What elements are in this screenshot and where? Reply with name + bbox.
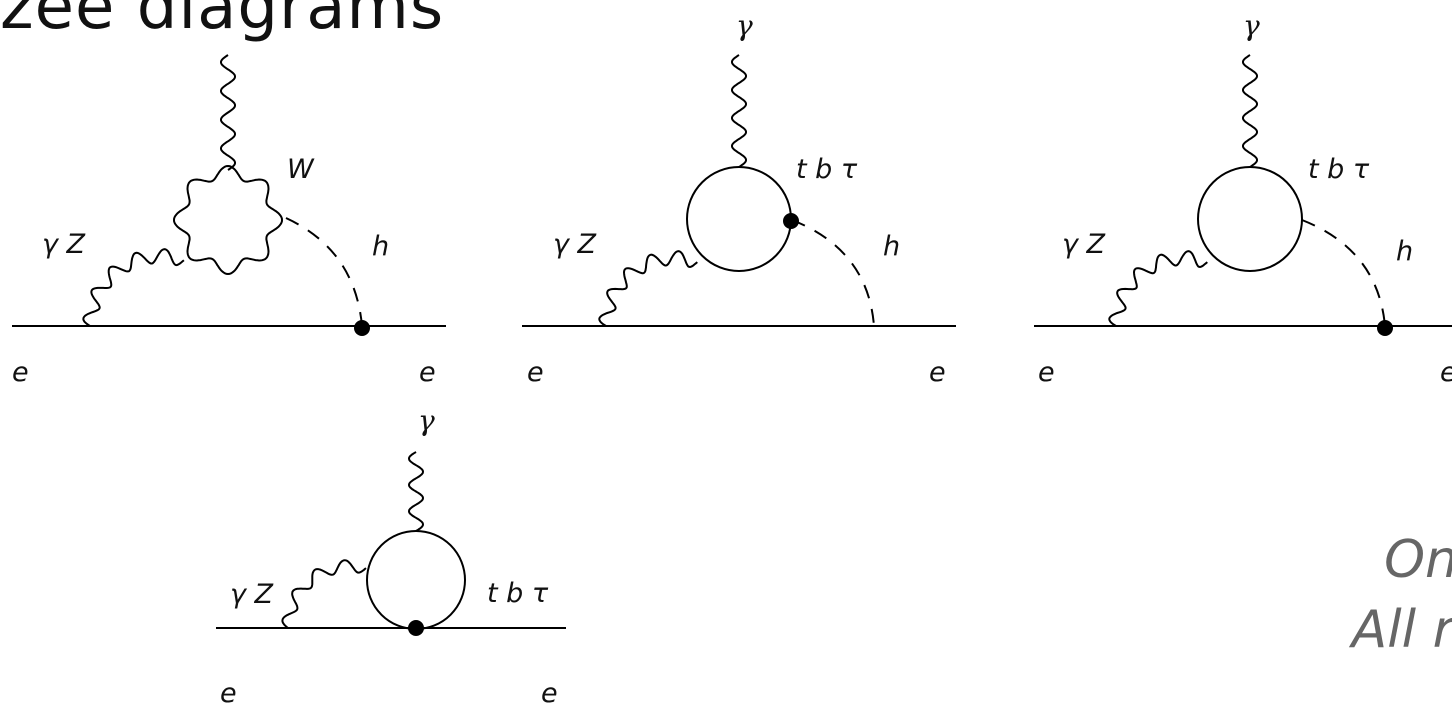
gauge-label: γ Z [42,229,86,260]
fermion-loop [1197,166,1303,272]
photon-label: γ [1243,9,1260,42]
diagram-4: γ t b τ γ Z e e [216,404,566,705]
gauge-boson-line [82,248,185,327]
gauge-label: γ Z [553,229,597,260]
photon-label: γ [736,9,753,42]
left-fermion-label: e [527,357,544,388]
photon-line [407,451,425,532]
higgs-line [1301,219,1386,327]
loop-label: t b τ [487,578,549,609]
photon-label: γ [418,404,435,437]
gauge-label: γ Z [1062,229,1106,260]
vertex-dot [354,320,370,336]
gauge-boson-line [598,250,698,327]
slide-title: zee diagrams [0,0,445,44]
loop-label: t b τ [796,154,858,185]
right-fermion-label: e [929,357,946,388]
photon-line [1242,54,1258,168]
left-fermion-label: e [1038,357,1055,388]
higgs-label: h [883,231,900,262]
left-fermion-label: e [12,357,29,388]
right-fermion-label: e [1440,357,1452,388]
left-fermion-label: e [220,678,237,705]
right-fermion-label: e [541,678,558,705]
loop-label: t b τ [1308,154,1370,185]
loop-label: W [287,154,315,185]
right-fermion-label: e [419,357,436,388]
higgs-line [791,219,875,327]
diagram-2: γ t b τ γ Z h e e [522,9,956,388]
photon-line [731,54,747,168]
gauge-boson-line [281,559,367,629]
higgs-label: h [1396,236,1413,267]
photon-line [220,54,236,171]
fermion-loop [366,530,466,630]
vertex-dot [1377,320,1393,336]
fermion-loop [686,166,792,272]
w-boson-loop [172,164,284,276]
diagram-3: γ t b τ γ Z h e e [1034,9,1452,388]
diagram-1: W γ Z h e e [12,54,446,388]
higgs-line [285,217,363,327]
side-text-line-1: On [1384,530,1452,590]
side-text-line-2: All r [1351,600,1452,660]
vertex-dot [408,620,424,636]
gauge-boson-line [1108,250,1208,327]
higgs-label: h [372,231,389,262]
vertex-dot [783,213,799,229]
gauge-label: γ Z [230,579,274,610]
